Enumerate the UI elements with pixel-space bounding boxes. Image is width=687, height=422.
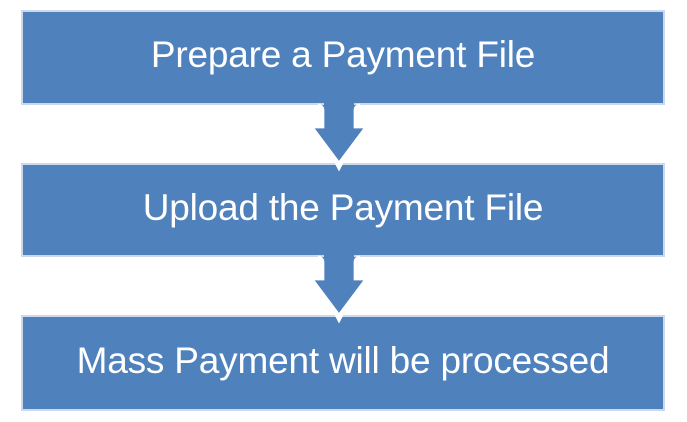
flow-step-label: Mass Payment will be processed xyxy=(76,339,610,381)
flow-step-prepare-payment-file: Prepare a Payment File xyxy=(21,10,665,105)
down-arrow-icon xyxy=(309,253,369,324)
flow-step-label: Prepare a Payment File xyxy=(150,34,536,75)
flow-step-upload-payment-file: Upload the Payment File xyxy=(21,163,665,257)
flow-step-label: Upload the Payment File xyxy=(142,186,544,228)
flow-step-mass-payment-processed: Mass Payment will be processed xyxy=(21,315,665,411)
down-arrow-icon xyxy=(309,101,369,172)
